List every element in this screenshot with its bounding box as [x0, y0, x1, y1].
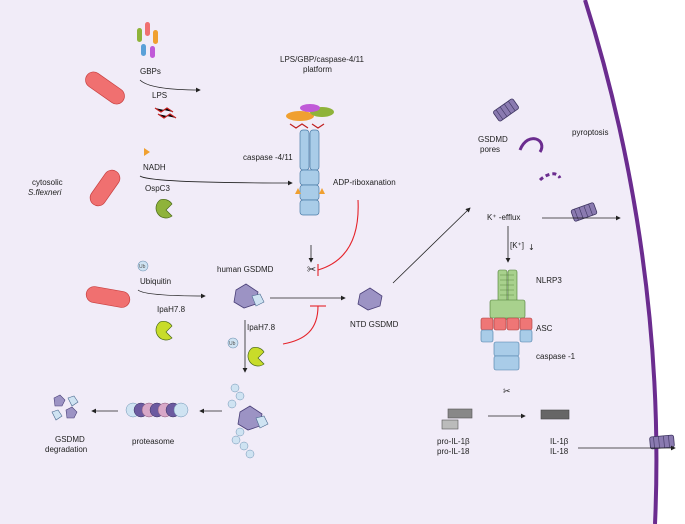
- label-ubiquitin: Ubiquitin: [140, 277, 171, 286]
- label-cytosolic: cytosolic: [32, 178, 63, 187]
- label-human-gsdmd: human GSDMD: [217, 265, 274, 274]
- membrane-rupture-top: [518, 137, 544, 153]
- label-ipah-2: IpaH7.8: [247, 323, 276, 332]
- label-sflexneri: S.flexneri: [28, 188, 62, 197]
- adp-marker-right: [319, 188, 325, 194]
- label-adp: ADP-riboxanation: [333, 178, 396, 187]
- inhibit-adp-line: [317, 199, 359, 271]
- label-pyroptosis: pyroptosis: [572, 128, 608, 137]
- arrow-ntd-to-pores: [392, 207, 471, 284]
- label-asc: ASC: [536, 324, 553, 333]
- label-k-low: [K⁺]: [510, 241, 524, 250]
- label-proteasome: proteasome: [132, 437, 175, 446]
- label-platform-1: LPS/GBP/caspase-4/11: [280, 55, 364, 64]
- label-nadh: NADH: [143, 163, 166, 172]
- asc-complex: [480, 317, 533, 331]
- label-caspase-1: caspase -1: [536, 352, 576, 361]
- label-lps: LPS: [152, 91, 167, 100]
- ub-label-top: Ub: [139, 264, 146, 270]
- gsdmd-fragments-icon: [51, 394, 79, 421]
- ub-label-2: Ub: [229, 341, 236, 347]
- label-gbps: GBPs: [140, 67, 161, 76]
- label-ospc3: OspC3: [145, 184, 170, 193]
- proteasome-icon: [125, 402, 189, 418]
- label-nlrp3: NLRP3: [536, 276, 562, 285]
- label-pro-il1b: pro-IL-1β: [437, 437, 470, 446]
- mature-il-icon: [540, 409, 570, 420]
- lps-icon: [154, 107, 177, 119]
- cell-membrane: [583, 0, 659, 524]
- scissors-icon: ✂: [307, 263, 316, 276]
- ubiquitin-icon: [137, 260, 149, 272]
- ubiquitin-icon-2: [227, 337, 239, 349]
- ipah-icon-2: [247, 347, 265, 367]
- label-gsdmd-pores-1: GSDMD: [478, 135, 508, 144]
- label-degradation-1: GSDMD: [55, 435, 85, 444]
- human-gsdmd-icon: [233, 283, 265, 309]
- label-pro-il18: pro-IL-18: [437, 447, 470, 456]
- arrow-ubiquitin: [137, 289, 206, 299]
- label-il18: IL-18: [550, 447, 569, 456]
- arrow-ospc3: [139, 175, 293, 186]
- bacterium-3: [85, 286, 131, 308]
- label-ipah-1: IpaH7.8: [157, 305, 186, 314]
- platform-icon: [286, 104, 334, 129]
- label-platform-2: platform: [303, 65, 332, 74]
- ubiquitinated-gsdmd: [227, 383, 269, 459]
- label-degradation-2: degradation: [45, 445, 87, 454]
- label-k-efflux: K⁺ -efflux: [487, 213, 520, 222]
- nlrp3-complex: [489, 269, 526, 321]
- ospc3-icon: [155, 199, 173, 219]
- bacterium-2: [89, 169, 121, 207]
- caspase-4-11-complex: [299, 129, 320, 216]
- ipah-icon-1: [155, 321, 173, 341]
- label-caspase-4-11: caspase -4/11: [243, 153, 293, 162]
- gbps-icon: [137, 22, 158, 58]
- label-ntd-gsdmd: NTD GSDMD: [350, 320, 399, 329]
- membrane-rupture-bottom: [538, 172, 562, 182]
- down-arrow-icon: ↓: [528, 243, 535, 252]
- cell-cytoplasm: [0, 0, 657, 524]
- adp-marker-left: [295, 188, 301, 194]
- scissors-icon-2: ✂: [503, 387, 511, 397]
- label-gsdmd-pores-2: pores: [480, 145, 500, 154]
- arrow-gbps: [139, 79, 201, 93]
- inhibit-ipah-line: [282, 305, 319, 345]
- membrane-pore-bottom: [649, 434, 675, 450]
- pro-il-icon: [441, 408, 473, 430]
- label-il1b: IL-1β: [550, 437, 569, 446]
- ntd-gsdmd-icon: [357, 287, 383, 311]
- membrane-pore-top: [493, 98, 519, 122]
- nadh-icon: [144, 148, 150, 156]
- caspase-1-complex: [480, 329, 533, 371]
